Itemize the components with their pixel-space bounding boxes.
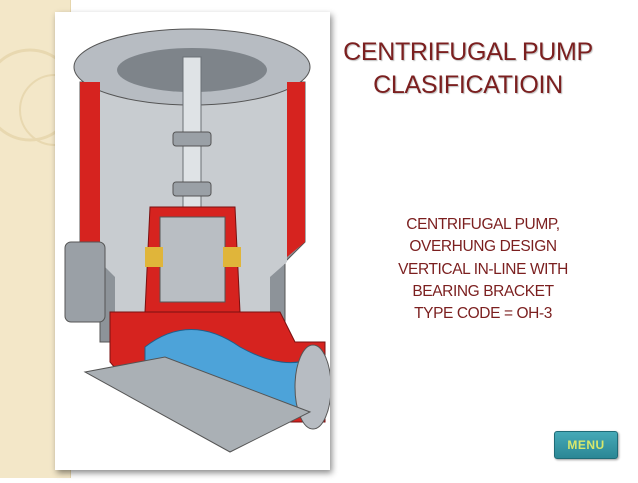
pump-description-line-1: CENTRIFUGAL PUMP, [406,216,560,233]
pump-description-line-4: BEARING BRACKET [412,282,554,300]
pump-description: CENTRIFUGAL PUMP, OVERHUNG DESIGN VERTIC… [378,214,588,325]
menu-button[interactable]: MENU [554,431,618,459]
slide-title-line-2: CLASIFICATIOIN [373,71,563,99]
slide-title-line-1: CENTRIFUGAL PUMP [343,38,593,66]
pump-description-line-3: VERTICAL IN-LINE WITH [398,260,568,278]
pump-description-line-2: OVERHUNG DESIGN [409,238,557,256]
pump-cutaway-image [55,12,330,470]
pump-description-line-5: TYPE CODE = OH-3 [414,305,552,323]
slide-title: CENTRIFUGAL PUMP CLASIFICATIOIN [318,36,618,102]
